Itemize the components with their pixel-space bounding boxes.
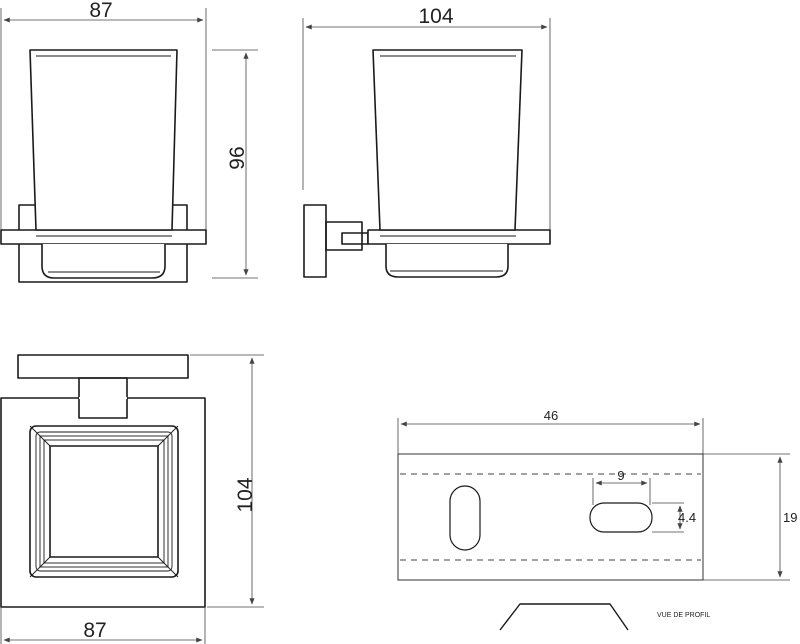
top-depth-label: 104 [234,477,257,512]
front-view: 87 [0,0,207,283]
top-width-label: 87 [83,619,106,642]
top-view: 104 87 [0,354,264,644]
side-shelf-bar [367,229,551,245]
side-wall-flange [303,204,327,278]
front-cup-holder-base [41,244,166,279]
plate-outline [397,453,704,581]
front-width-label: 87 [89,0,112,22]
side-height-label: 96 [226,146,249,169]
top-holder-outer-square [29,425,179,578]
side-arm-joint [341,232,369,245]
plate-height-label: 19 [783,510,797,525]
side-width-label: 104 [418,5,453,28]
side-glass-cup [372,49,523,231]
side-view: 104 96 [212,5,551,279]
plate-horizontal-slot [589,502,653,533]
plate-vertical-slot [449,485,481,551]
profile-caption: VUE DE PROFIL [657,612,710,619]
side-support-arm [325,221,363,251]
front-glass-cup [29,49,178,231]
front-shelf-bar [0,229,207,245]
plate-detail-view: 46 9 4.4 19 VUE DE PROFIL [397,408,797,631]
top-shelf-bar [17,354,189,379]
slot-height-label: 4.4 [678,510,696,525]
side-cup-holder-base [385,244,509,278]
top-holder-inner-square [49,445,159,558]
plate-profile-sketch [499,603,629,631]
plate-length-label: 46 [544,408,558,423]
slot-width-label: 9 [617,468,624,483]
